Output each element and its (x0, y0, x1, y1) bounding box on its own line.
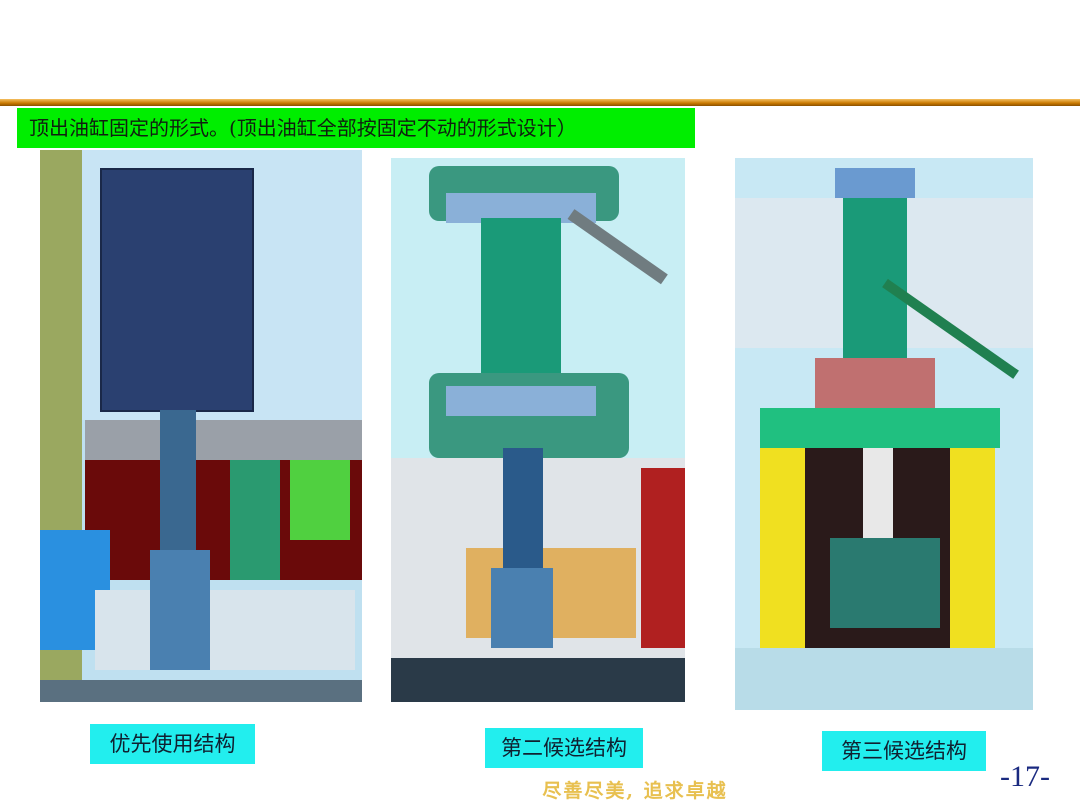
figure-2-caption: 第二候选结构 (485, 728, 643, 768)
figure-3-image (735, 158, 1033, 710)
header-rule (0, 99, 1080, 106)
page-number: -17- (1000, 760, 1050, 793)
figure-3-caption: 第三候选结构 (822, 731, 986, 771)
figure-1-image (40, 150, 362, 702)
footer-motto: 尽善尽美, 追求卓越 (542, 780, 728, 802)
figure-2-image (391, 158, 685, 702)
slide-title-banner: 顶出油缸固定的形式。(顶出油缸全部按固定不动的形式设计） (17, 108, 695, 148)
figure-1-caption: 优先使用结构 (90, 724, 255, 764)
